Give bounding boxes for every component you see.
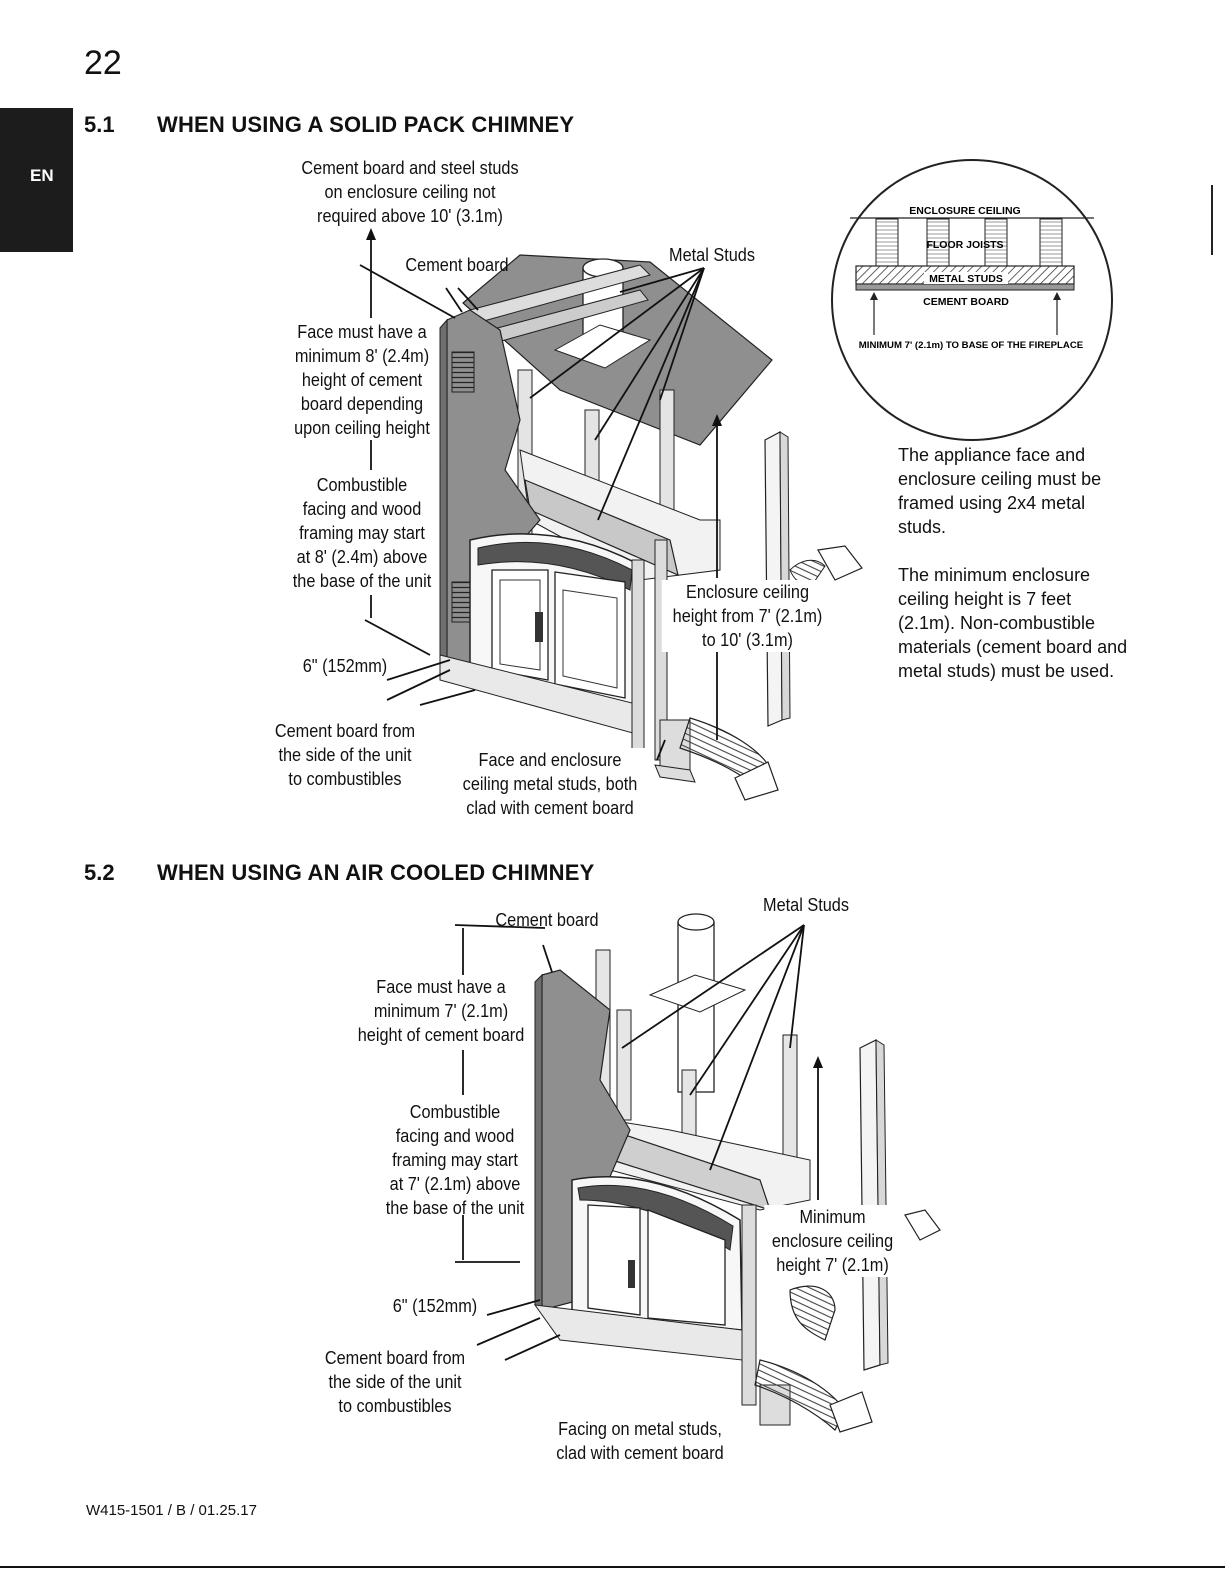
label-line: minimum 8' (2.4m): [294, 345, 430, 366]
inset-minimum-height: MINIMUM 7' (2.1m) TO BASE OF THE FIREPLA…: [859, 340, 1084, 351]
label-line: Face must have a: [376, 976, 506, 997]
label-combustible-2: Combustible facing and wood framing may …: [367, 1100, 543, 1220]
note-minimum-height: The minimum enclosure ceiling height is …: [898, 565, 1128, 681]
label-line: upon ceiling height: [294, 417, 430, 438]
label-line: Enclosure ceiling: [685, 581, 810, 602]
diagram-air-cooled: [454, 913, 941, 1433]
label-cement-board-2: Cement board: [495, 909, 599, 930]
label-line: the base of the unit: [292, 570, 432, 591]
label-line: to 10' (3.1m): [702, 629, 793, 650]
label-face-minimum-2: Face must have a minimum 7' (2.1m) heigh…: [343, 975, 538, 1047]
label-line: required above 10' (3.1m): [317, 205, 503, 226]
label-line: Combustible: [316, 474, 408, 495]
label-ceiling-note: Cement board and steel studs on enclosur…: [269, 156, 551, 228]
page-number: 22: [84, 44, 122, 82]
section-5-1-title: WHEN USING A SOLID PACK CHIMNEY: [157, 112, 575, 137]
label-line: facing and wood: [302, 498, 422, 519]
label-minimum-height-2: Minimum enclosure ceiling height 7' (2.1…: [764, 1205, 901, 1277]
label-enclosure-height: Enclosure ceiling height from 7' (2.1m) …: [661, 580, 834, 652]
label-six-inch-2: 6" (152mm): [392, 1295, 478, 1316]
label-line: board depending: [300, 393, 424, 414]
label-metal-studs-2: Metal Studs: [763, 894, 849, 915]
label-line: the side of the unit: [328, 1371, 462, 1392]
label-line: clad with cement board: [466, 797, 634, 818]
ceiling-detail-inset: ENCLOSURE CEILING FLOOR JOISTS METAL STU…: [831, 159, 1113, 441]
label-line: facing and wood: [395, 1125, 515, 1146]
label-line: Face and enclosure: [478, 749, 622, 770]
label-line: Cement board and steel studs: [301, 157, 519, 178]
note-framing: The appliance face and enclosure ceiling…: [898, 445, 1102, 537]
label-line: framing may start: [299, 522, 425, 543]
label-line: ceiling metal studs, both: [462, 773, 638, 794]
label-line: the side of the unit: [278, 744, 412, 765]
inset-floor-joists: FLOOR JOISTS: [926, 239, 1003, 251]
language-tab: EN: [0, 108, 73, 252]
label-line: Cement board from: [324, 1347, 466, 1368]
bottom-rule: [0, 1566, 1225, 1568]
section-5-1-number: 5.1: [84, 112, 115, 137]
label-metal-studs: Metal Studs: [669, 244, 755, 265]
label-cement-board: Cement board: [405, 254, 509, 275]
label-side-board: Cement board from the side of the unit t…: [257, 719, 433, 791]
section-5-2-title: WHEN USING AN AIR COOLED CHIMNEY: [157, 860, 595, 885]
label-face-studs: Face and enclosure ceiling metal studs, …: [453, 748, 647, 820]
label-line: to combustibles: [338, 1395, 452, 1416]
document-code: W415-1501 / B / 01.25.17: [86, 1502, 257, 1519]
label-line: Combustible: [409, 1101, 501, 1122]
label-line: Face must have a: [297, 321, 427, 342]
label-side-board-2: Cement board from the side of the unit t…: [307, 1346, 483, 1418]
label-line: height from 7' (2.1m): [672, 605, 823, 626]
label-line: to combustibles: [288, 768, 402, 789]
label-facing-studs-2: Facing on metal studs, clad with cement …: [543, 1417, 737, 1465]
label-line: Facing on metal studs,: [558, 1418, 722, 1439]
label-combustible: Combustible facing and wood framing may …: [274, 473, 450, 593]
label-line: height 7' (2.1m): [776, 1254, 889, 1275]
label-six-inch: 6" (152mm): [302, 655, 388, 676]
label-line: height of cement: [301, 369, 423, 390]
label-line: at 8' (2.4m) above: [296, 546, 428, 567]
inset-cement-board: CEMENT BOARD: [923, 296, 1009, 308]
label-face-minimum: Face must have a minimum 8' (2.4m) heigh…: [274, 320, 450, 440]
label-line: on enclosure ceiling not: [324, 181, 496, 202]
label-line: minimum 7' (2.1m): [373, 1000, 509, 1021]
label-line: height of cement board: [357, 1024, 525, 1045]
inset-enclosure-ceiling: ENCLOSURE CEILING: [909, 205, 1020, 217]
label-line: clad with cement board: [556, 1442, 724, 1463]
framing-notes: The appliance face and enclosure ceiling…: [898, 443, 1128, 707]
section-5-2-number: 5.2: [84, 860, 115, 885]
label-line: Cement board from: [274, 720, 416, 741]
inset-metal-studs: METAL STUDS: [929, 273, 1003, 285]
label-line: framing may start: [392, 1149, 518, 1170]
margin-rule: [1211, 185, 1213, 255]
label-line: the base of the unit: [385, 1197, 525, 1218]
language-tab-label: EN: [30, 166, 54, 185]
label-line: enclosure ceiling: [771, 1230, 894, 1251]
label-line: at 7' (2.1m) above: [389, 1173, 521, 1194]
label-line: Minimum: [799, 1206, 866, 1227]
diagram-solid-pack: [359, 228, 863, 801]
